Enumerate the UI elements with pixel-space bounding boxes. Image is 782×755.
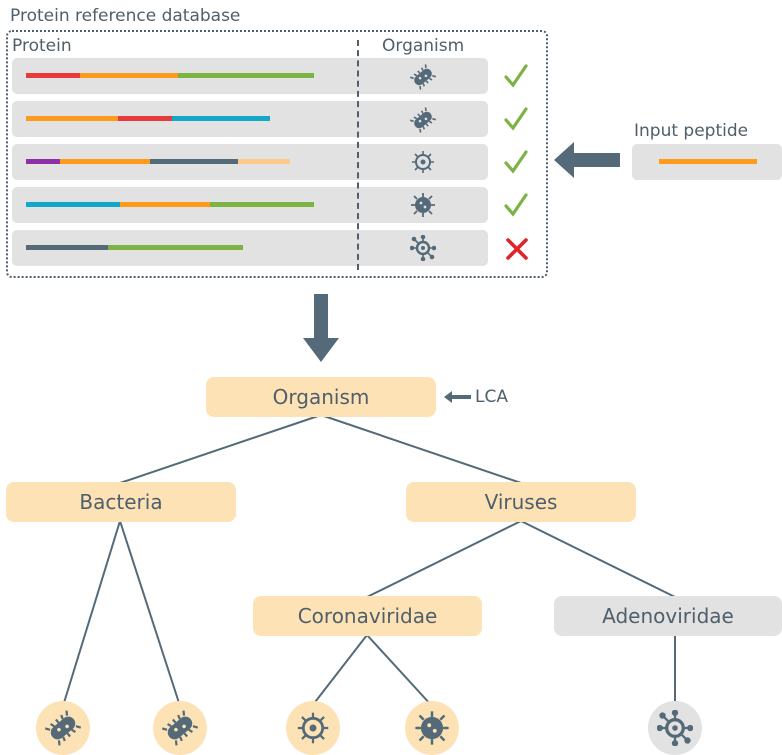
node-coronaviridae: Coronaviridae	[253, 596, 482, 636]
coronavirus-icon	[411, 193, 435, 217]
database-frame	[6, 30, 548, 278]
leaf-coronavirus-1	[286, 701, 340, 755]
lca-label: LCA	[475, 387, 508, 407]
adenovirus-icon	[657, 710, 693, 746]
sequence-segment	[210, 202, 314, 207]
bacteria-rod-icon	[45, 710, 81, 746]
down-arrow-icon	[303, 294, 339, 362]
coronavirus-icon	[412, 151, 434, 173]
sequence-segment	[80, 73, 178, 78]
leaf-bacteria-1	[36, 701, 90, 755]
column-divider	[357, 40, 359, 270]
protein-row	[12, 144, 488, 180]
sequence-segment	[108, 245, 243, 250]
left-arrow-icon	[554, 142, 620, 178]
organism-column-header: Organism	[382, 36, 465, 56]
sequence-segment	[172, 116, 270, 121]
sequence-segment	[118, 116, 172, 121]
leaf-bacteria-2	[153, 701, 207, 755]
sequence-segment	[26, 73, 80, 78]
protein-row	[12, 58, 488, 94]
bacteria-rod-icon	[162, 710, 198, 746]
coronavirus-icon	[297, 712, 329, 744]
sequence-segment	[26, 202, 120, 207]
check-icon	[504, 107, 528, 131]
bacteria-rod-icon	[410, 64, 436, 90]
sequence-segment	[60, 159, 150, 164]
leaf-adenovirus	[648, 701, 702, 755]
node-viruses: Viruses	[406, 482, 636, 522]
sequence-segment	[150, 159, 238, 164]
sequence-segment	[26, 116, 118, 121]
sequence-segment	[178, 73, 314, 78]
database-title: Protein reference database	[10, 6, 241, 26]
lca-arrow-icon	[444, 391, 471, 403]
bacteria-rod-icon	[410, 107, 436, 133]
adenovirus-icon	[410, 235, 436, 261]
check-icon	[504, 150, 528, 174]
node-organism: Organism	[206, 377, 436, 417]
protein-row	[12, 187, 488, 223]
check-icon	[504, 64, 528, 88]
input-peptide-segment	[659, 159, 757, 164]
protein-row	[12, 101, 488, 137]
sequence-segment	[26, 245, 108, 250]
input-peptide-box	[632, 144, 782, 180]
protein-column-header: Protein	[12, 36, 72, 56]
check-icon	[504, 193, 528, 217]
sequence-segment	[120, 202, 210, 207]
cross-icon	[506, 238, 528, 260]
sequence-segment	[238, 159, 290, 164]
leaf-coronavirus-2	[405, 701, 459, 755]
input-peptide-label: Input peptide	[634, 121, 749, 141]
node-adenoviridae: Adenoviridae	[554, 596, 782, 636]
node-bacteria: Bacteria	[6, 482, 236, 522]
coronavirus-icon	[415, 711, 449, 745]
protein-row	[12, 230, 488, 266]
sequence-segment	[26, 159, 60, 164]
